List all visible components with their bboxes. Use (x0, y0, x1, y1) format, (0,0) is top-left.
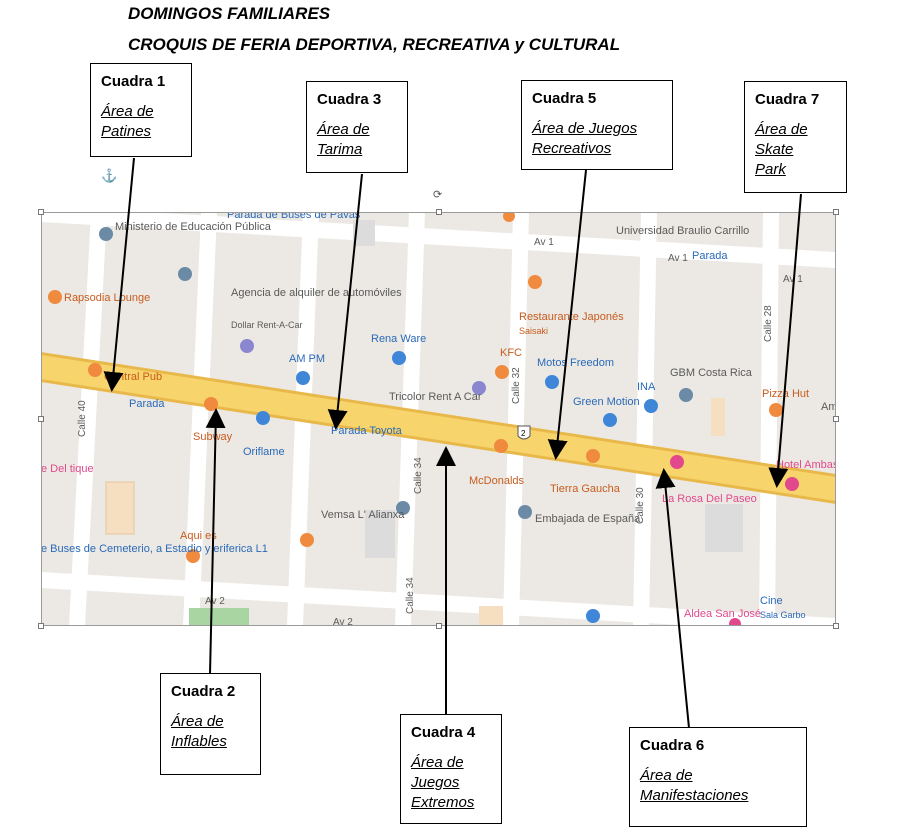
place-rapsodia: Rapsodia Lounge (64, 292, 150, 304)
resize-handle-tr[interactable] (833, 209, 839, 215)
cuadra-1-title: Cuadra 1 (101, 73, 166, 90)
place-saisaki: Saisaki (519, 326, 548, 336)
cuadra-6-title: Cuadra 6 (640, 737, 705, 754)
place-subway: Subway (193, 431, 233, 443)
place-embajada: Embajada de España (535, 513, 641, 525)
cuadra-3-box: Cuadra 3 Área de Tarima (306, 81, 408, 173)
place-ina: INA (637, 381, 656, 393)
resize-handle-t[interactable] (436, 209, 442, 215)
resize-handle-bl[interactable] (38, 623, 44, 629)
place-parada-pavas: Parada de Buses de Pavas (227, 212, 361, 221)
calle-34b-label: Calle 34 (405, 577, 416, 614)
poi-pins (48, 212, 799, 626)
cuadra-7-title: Cuadra 7 (755, 91, 820, 108)
street-map: Calle 40 Calle 34 Calle 34 Calle 32 Call… (41, 212, 836, 626)
cuadra-2-area: Área de Inflables (171, 713, 227, 750)
place-vemsa: Vemsa L' Alianxa (321, 509, 405, 521)
place-aldea: Aldea San José (684, 608, 761, 620)
cuadra-5-title: Cuadra 5 (532, 90, 597, 107)
place-am: Am (821, 401, 836, 413)
calle-40-label: Calle 40 (77, 400, 88, 437)
cuadra-6-box: Cuadra 6 Área de Manifestaciones (629, 727, 807, 827)
place-agencia: Agencia de alquiler de automóviles (231, 287, 402, 299)
arrow-cuadra-1 (103, 157, 135, 392)
resize-handle-l[interactable] (38, 416, 44, 422)
av1-street (41, 212, 836, 268)
route-2-label: 2 (521, 429, 526, 438)
place-buses: e Buses de Cemeterio, a Estadio y erifer… (41, 543, 268, 555)
place-renaware: Rena Ware (371, 333, 426, 345)
calle-32-label: Calle 32 (511, 367, 522, 404)
place-pizza-hut: Pizza Hut (762, 388, 809, 400)
place-sala-garbo: Sala Garbo (760, 610, 806, 620)
place-ampm: AM PM (289, 353, 325, 365)
place-hotel: Hotel Ambass (776, 459, 836, 471)
header-line-1: DOMINGOS FAMILIARES (128, 4, 331, 23)
resize-handle-tl[interactable] (38, 209, 44, 215)
cuadra-4-box: Cuadra 4 Área de Juegos Extremos (400, 714, 502, 824)
place-del-tique: e Del tique (41, 463, 94, 475)
calle-30-label: Calle 30 (635, 487, 646, 524)
place-parada-2: Parada (692, 250, 728, 262)
arrow-cuadra-2 (205, 408, 226, 675)
arrow-cuadra-7 (768, 193, 802, 488)
cuadra-1-area: Área de Patines (101, 103, 154, 140)
place-la-rosa: La Rosa Del Paseo (662, 493, 757, 505)
cuadra-7-box: Cuadra 7 Área de Skate Park (744, 81, 847, 193)
resize-handle-r[interactable] (833, 416, 839, 422)
arrow-cuadra-6 (655, 468, 690, 729)
arrow-cuadra-3 (327, 173, 363, 430)
av1-label-a: Av 1 (534, 237, 554, 248)
place-parada-1: Parada (129, 398, 165, 410)
place-parada-toyota: Parada Toyota (331, 425, 403, 437)
cuadra-5-area: Área de Juegos Recreativos (532, 120, 638, 157)
cuadra-6-area: Área de Manifestaciones (640, 767, 749, 804)
route-2-shield (517, 425, 531, 440)
place-motos: Motos Freedom (537, 357, 614, 369)
map-canvas: Calle 40 Calle 34 Calle 34 Calle 32 Call… (41, 212, 836, 626)
cuadra-3-area: Área de Tarima (317, 121, 370, 158)
arrow-cuadra-5 (547, 169, 587, 460)
place-tierra-gaucha: Tierra Gaucha (550, 483, 621, 495)
place-mcdonalds: McDonalds (469, 475, 525, 487)
cuadra-4-title: Cuadra 4 (411, 724, 476, 741)
place-tricolor: Tricolor Rent A Car (389, 391, 482, 403)
place-kfc: KFC (500, 347, 522, 359)
place-cine: Cine (760, 595, 783, 607)
cuadra-7-area: Área de Skate Park (755, 121, 808, 178)
cuadra-3-title: Cuadra 3 (317, 91, 382, 108)
header-line-2: CROQUIS DE FERIA DEPORTIVA, RECREATIVA y… (128, 35, 621, 54)
anchor-icon: ⚓ (101, 168, 118, 183)
cuadra-4-area: Área de Juegos Extremos (411, 754, 475, 811)
place-gbm: GBM Costa Rica (670, 367, 753, 379)
av2-label-a: Av 2 (205, 596, 225, 607)
cuadra-1-box: Cuadra 1 Área de Patines (90, 63, 192, 157)
rotate-handle-icon[interactable]: ⟳ (433, 189, 443, 201)
av1-label-b: Av 1 (668, 253, 688, 264)
place-oriflame: Oriflame (243, 446, 285, 458)
calle-34a-label: Calle 34 (413, 457, 424, 494)
calle-28-label: Calle 28 (763, 305, 774, 342)
place-ministerio: Ministerio de Educación Pública (115, 221, 272, 233)
av2-label-b: Av 2 (333, 617, 353, 626)
place-green-motion: Green Motion (573, 396, 640, 408)
resize-handle-br[interactable] (833, 623, 839, 629)
place-universidad: Universidad Braulio Carrillo (616, 225, 749, 237)
place-aqui-es: Aqui es (180, 530, 217, 542)
cuadra-2-box: Cuadra 2 Área de Inflables (160, 673, 261, 775)
cuadra-5-box: Cuadra 5 Área de Juegos Recreativos (521, 80, 673, 170)
place-dollar: Dollar Rent-A-Car (231, 320, 303, 330)
resize-handle-b[interactable] (436, 623, 442, 629)
cuadra-2-title: Cuadra 2 (171, 683, 236, 700)
